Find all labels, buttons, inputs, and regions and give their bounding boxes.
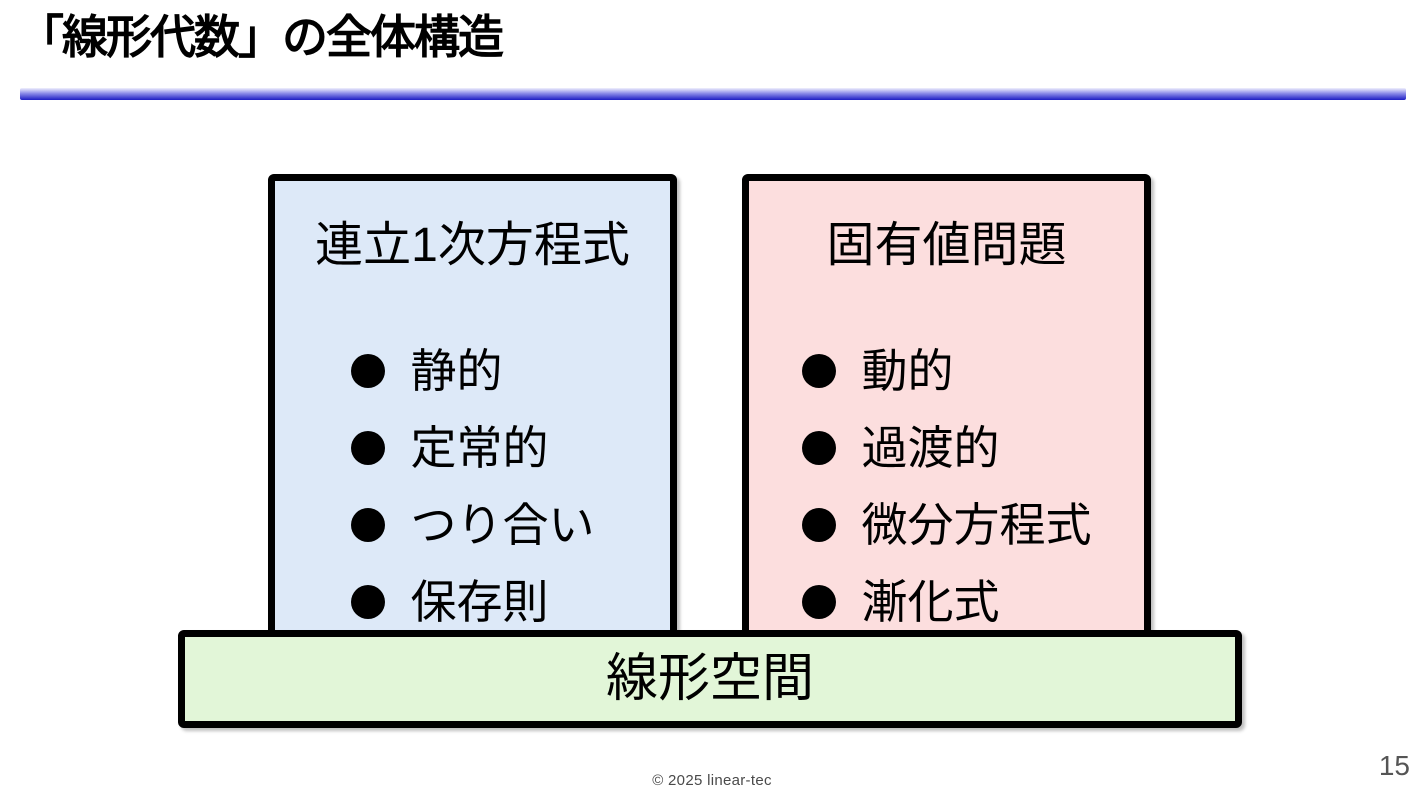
list-item: 動的: [801, 333, 1092, 410]
bullet-circle-icon: [801, 508, 836, 543]
bullet-circle-icon: [801, 585, 836, 620]
list-item: 微分方程式: [801, 487, 1092, 564]
page-number: 15: [1378, 750, 1410, 781]
linear-equations-item-list: 静的 定常的 つり合い 保存則: [275, 333, 670, 641]
list-item: 静的: [350, 333, 595, 410]
eigenvalue-problem-box-title: 固有値問題: [826, 219, 1067, 272]
linear-space-box-title: 線形空間: [605, 650, 814, 708]
linear-equations-box: 連立1次方程式 静的 定常的 つり合い 保存則: [268, 174, 677, 638]
list-item: 過渡的: [801, 410, 1092, 487]
linear-equations-box-title: 連立1次方程式: [315, 219, 630, 272]
bullet-circle-icon: [350, 354, 385, 389]
title-underline-divider: [20, 88, 1406, 100]
bullet-circle-icon: [801, 354, 836, 389]
list-item-label: 定常的: [410, 422, 549, 475]
list-item-label: 動的: [861, 345, 954, 398]
linear-space-box: 線形空間: [178, 630, 1242, 728]
bullet-circle-icon: [801, 431, 836, 466]
list-item-label: 微分方程式: [861, 499, 1092, 552]
list-item: 定常的: [350, 410, 595, 487]
bullet-circle-icon: [350, 585, 385, 620]
page-title: 「線形代数」の全体構造: [18, 11, 504, 63]
eigenvalue-problem-item-list: 動的 過渡的 微分方程式 漸化式: [749, 333, 1144, 641]
list-item-label: つり合い: [410, 499, 595, 552]
bullet-circle-icon: [350, 431, 385, 466]
list-item-label: 静的: [410, 345, 503, 398]
bullet-circle-icon: [350, 508, 385, 543]
eigenvalue-problem-box: 固有値問題 動的 過渡的 微分方程式 漸化式: [742, 174, 1151, 638]
list-item: 保存則: [350, 564, 595, 641]
list-item: 漸化式: [801, 564, 1092, 641]
list-item-label: 保存則: [410, 576, 549, 629]
copyright-text: © 2025 linear-tec: [652, 772, 772, 789]
list-item: つり合い: [350, 487, 595, 564]
list-item-label: 過渡的: [861, 422, 1000, 475]
list-item-label: 漸化式: [861, 576, 1000, 629]
